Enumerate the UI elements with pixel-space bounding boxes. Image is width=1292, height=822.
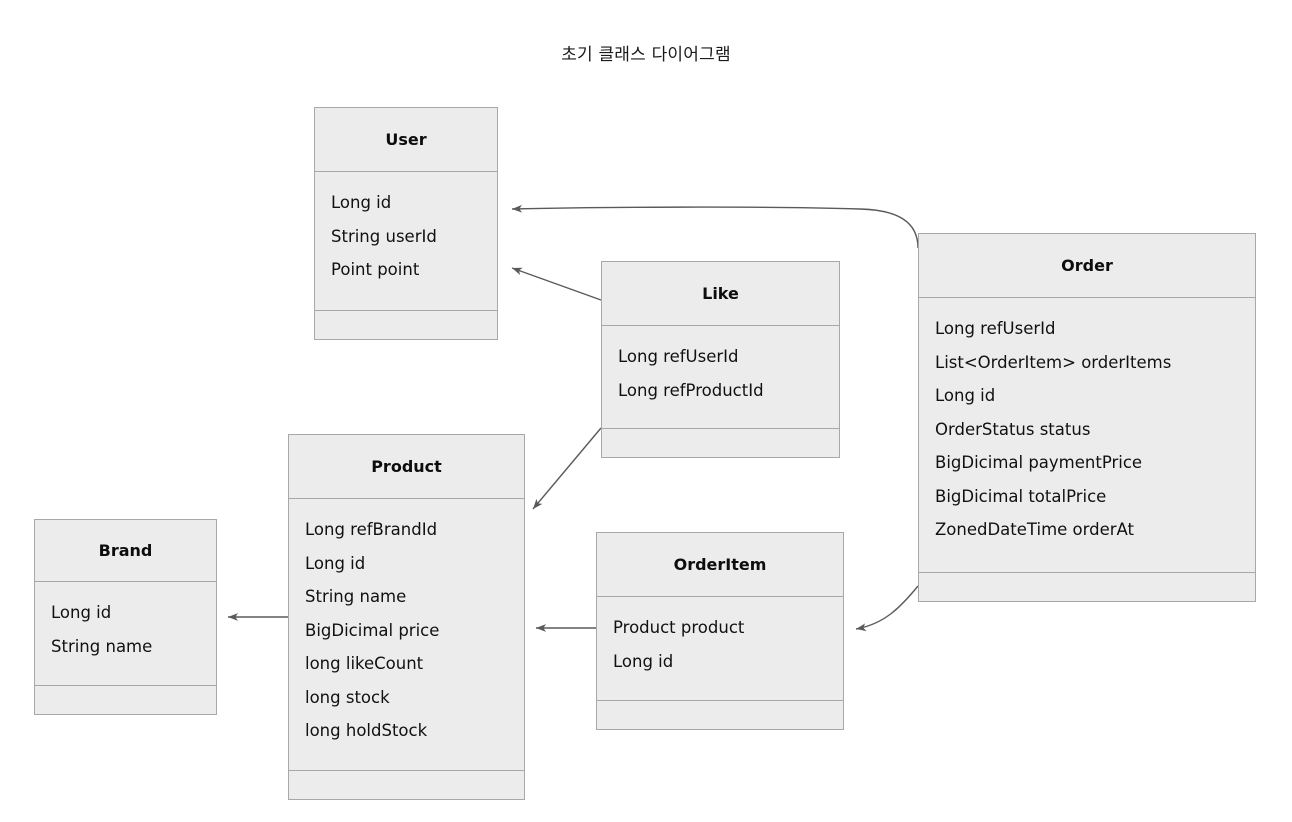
edge-order-to-user — [511, 204, 919, 249]
uml-attribute: long holdStock — [305, 721, 428, 740]
uml-class-name-orderitem: OrderItem — [597, 533, 843, 597]
uml-methods-order — [919, 573, 1255, 601]
uml-attribute: long likeCount — [305, 654, 424, 673]
uml-attribute: String name — [305, 587, 407, 606]
uml-attribute: Long id — [935, 386, 996, 405]
edge-like-to-user — [511, 267, 602, 301]
uml-class-name-product: Product — [289, 435, 524, 499]
uml-attribute: List<OrderItem> orderItems — [935, 352, 1172, 372]
uml-methods-like — [602, 429, 839, 457]
uml-attribute: BigDicimal paymentPrice — [935, 453, 1143, 472]
uml-attribute: Long id — [51, 603, 112, 622]
uml-attribute: Product product — [613, 618, 745, 637]
uml-methods-brand — [35, 686, 216, 714]
uml-attribute: ZonedDateTime orderAt — [935, 520, 1135, 539]
uml-attribute: Long refProductId — [618, 380, 764, 400]
edge-order-to-orderitem — [855, 585, 919, 632]
uml-attribute: OrderStatus status — [935, 419, 1091, 439]
uml-class-name-user: User — [315, 108, 497, 172]
uml-attribute: String name — [51, 636, 153, 656]
uml-attribute: Long refUserId — [618, 347, 739, 366]
uml-attribute: Long id — [331, 193, 392, 212]
uml-attribute: Long refUserId — [935, 319, 1056, 338]
uml-attribute: Point point — [331, 260, 420, 279]
uml-attribute: String userId — [331, 226, 437, 246]
uml-attribute: Long refBrandId — [305, 520, 438, 539]
uml-methods-user — [315, 311, 497, 339]
uml-class-name-order: Order — [919, 234, 1255, 298]
uml-attribute: Long id — [305, 553, 366, 573]
uml-methods-product — [289, 771, 524, 799]
edge-like-to-product — [532, 427, 602, 510]
uml-attributes-brand: Long id String name — [35, 582, 216, 686]
uml-methods-orderitem — [597, 701, 843, 729]
diagram-title: 초기 클래스 다이어그램 — [561, 45, 731, 65]
uml-class-name-like: Like — [602, 262, 839, 326]
uml-class-name-brand: Brand — [35, 520, 216, 582]
uml-attribute: BigDicimal totalPrice — [935, 486, 1107, 506]
uml-attribute: long stock — [305, 687, 390, 707]
uml-attribute: Long id — [613, 651, 674, 671]
uml-attribute: BigDicimal price — [305, 620, 440, 640]
